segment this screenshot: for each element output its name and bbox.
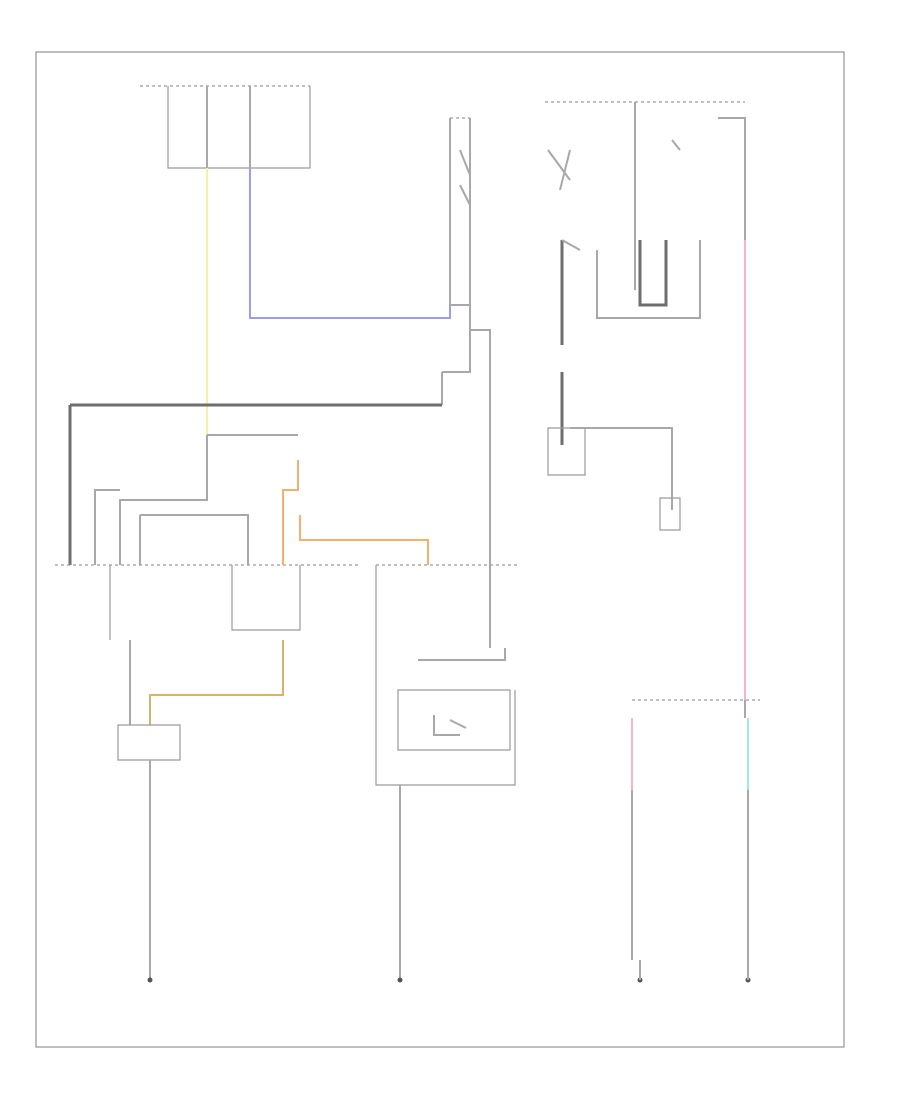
ground-icon xyxy=(147,977,153,983)
ground-icon xyxy=(397,977,403,983)
wire-blue xyxy=(249,168,451,319)
fuse-box-right xyxy=(545,101,746,290)
clutch-switch xyxy=(547,372,681,531)
diagram-frame xyxy=(35,51,845,1048)
brake-switch xyxy=(560,239,701,345)
lamp-cluster xyxy=(631,699,760,983)
wire-switch-down xyxy=(442,360,471,373)
ignition-switch xyxy=(449,117,471,360)
wire-orange-2 xyxy=(299,515,429,565)
fuse-box-left xyxy=(140,85,311,169)
wire-orange xyxy=(282,460,299,565)
control-module xyxy=(375,564,520,786)
wire-tan xyxy=(149,640,284,725)
ground-chain-middle xyxy=(397,785,403,983)
ground-chain-left xyxy=(117,724,181,983)
relay-unit xyxy=(55,434,360,640)
